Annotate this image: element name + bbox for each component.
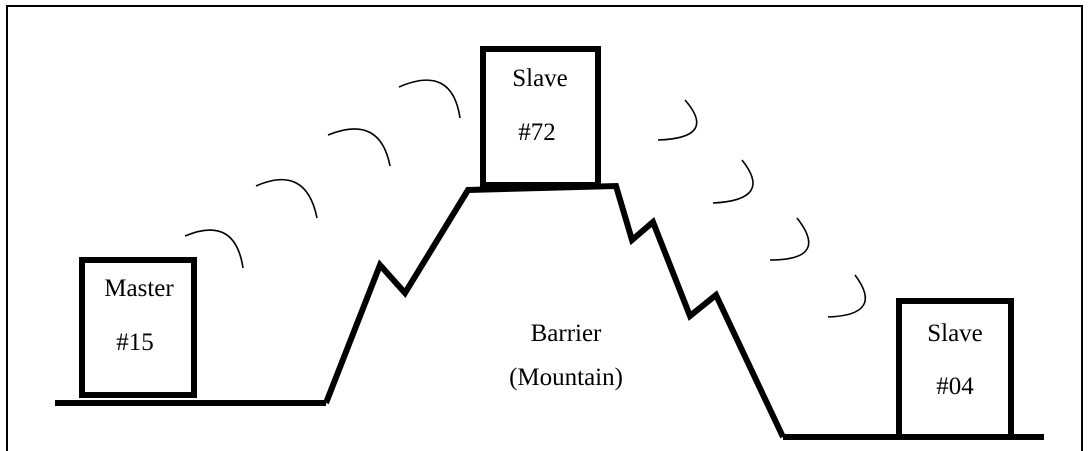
master-label-line1: Master [104, 275, 174, 302]
master-box [79, 257, 197, 398]
slave-right-box [896, 298, 1014, 440]
slave-right-label-line1: Slave [927, 320, 983, 347]
barrier-label-line2: (Mountain) [509, 364, 623, 391]
barrier-label-line1: Barrier [531, 320, 602, 347]
slave-top-box [480, 46, 601, 188]
radio-wave-arc [712, 159, 754, 204]
radio-wave-arc [827, 274, 866, 318]
radio-wave-arc [657, 99, 698, 141]
slave-top-label-line2: #72 [518, 119, 556, 146]
frame-border [6, 5, 1083, 451]
radio-wave-arc [184, 229, 244, 269]
radio-wave-arc [769, 217, 810, 261]
slave-right-label-line2: #04 [936, 373, 974, 400]
radio-wave-arc [398, 79, 461, 119]
radio-wave-arc [327, 128, 391, 167]
slave-top-label-line1: Slave [512, 65, 568, 92]
mountain-outline [323, 182, 786, 439]
master-label-line2: #15 [116, 329, 154, 356]
radio-wave-arc [255, 178, 318, 219]
